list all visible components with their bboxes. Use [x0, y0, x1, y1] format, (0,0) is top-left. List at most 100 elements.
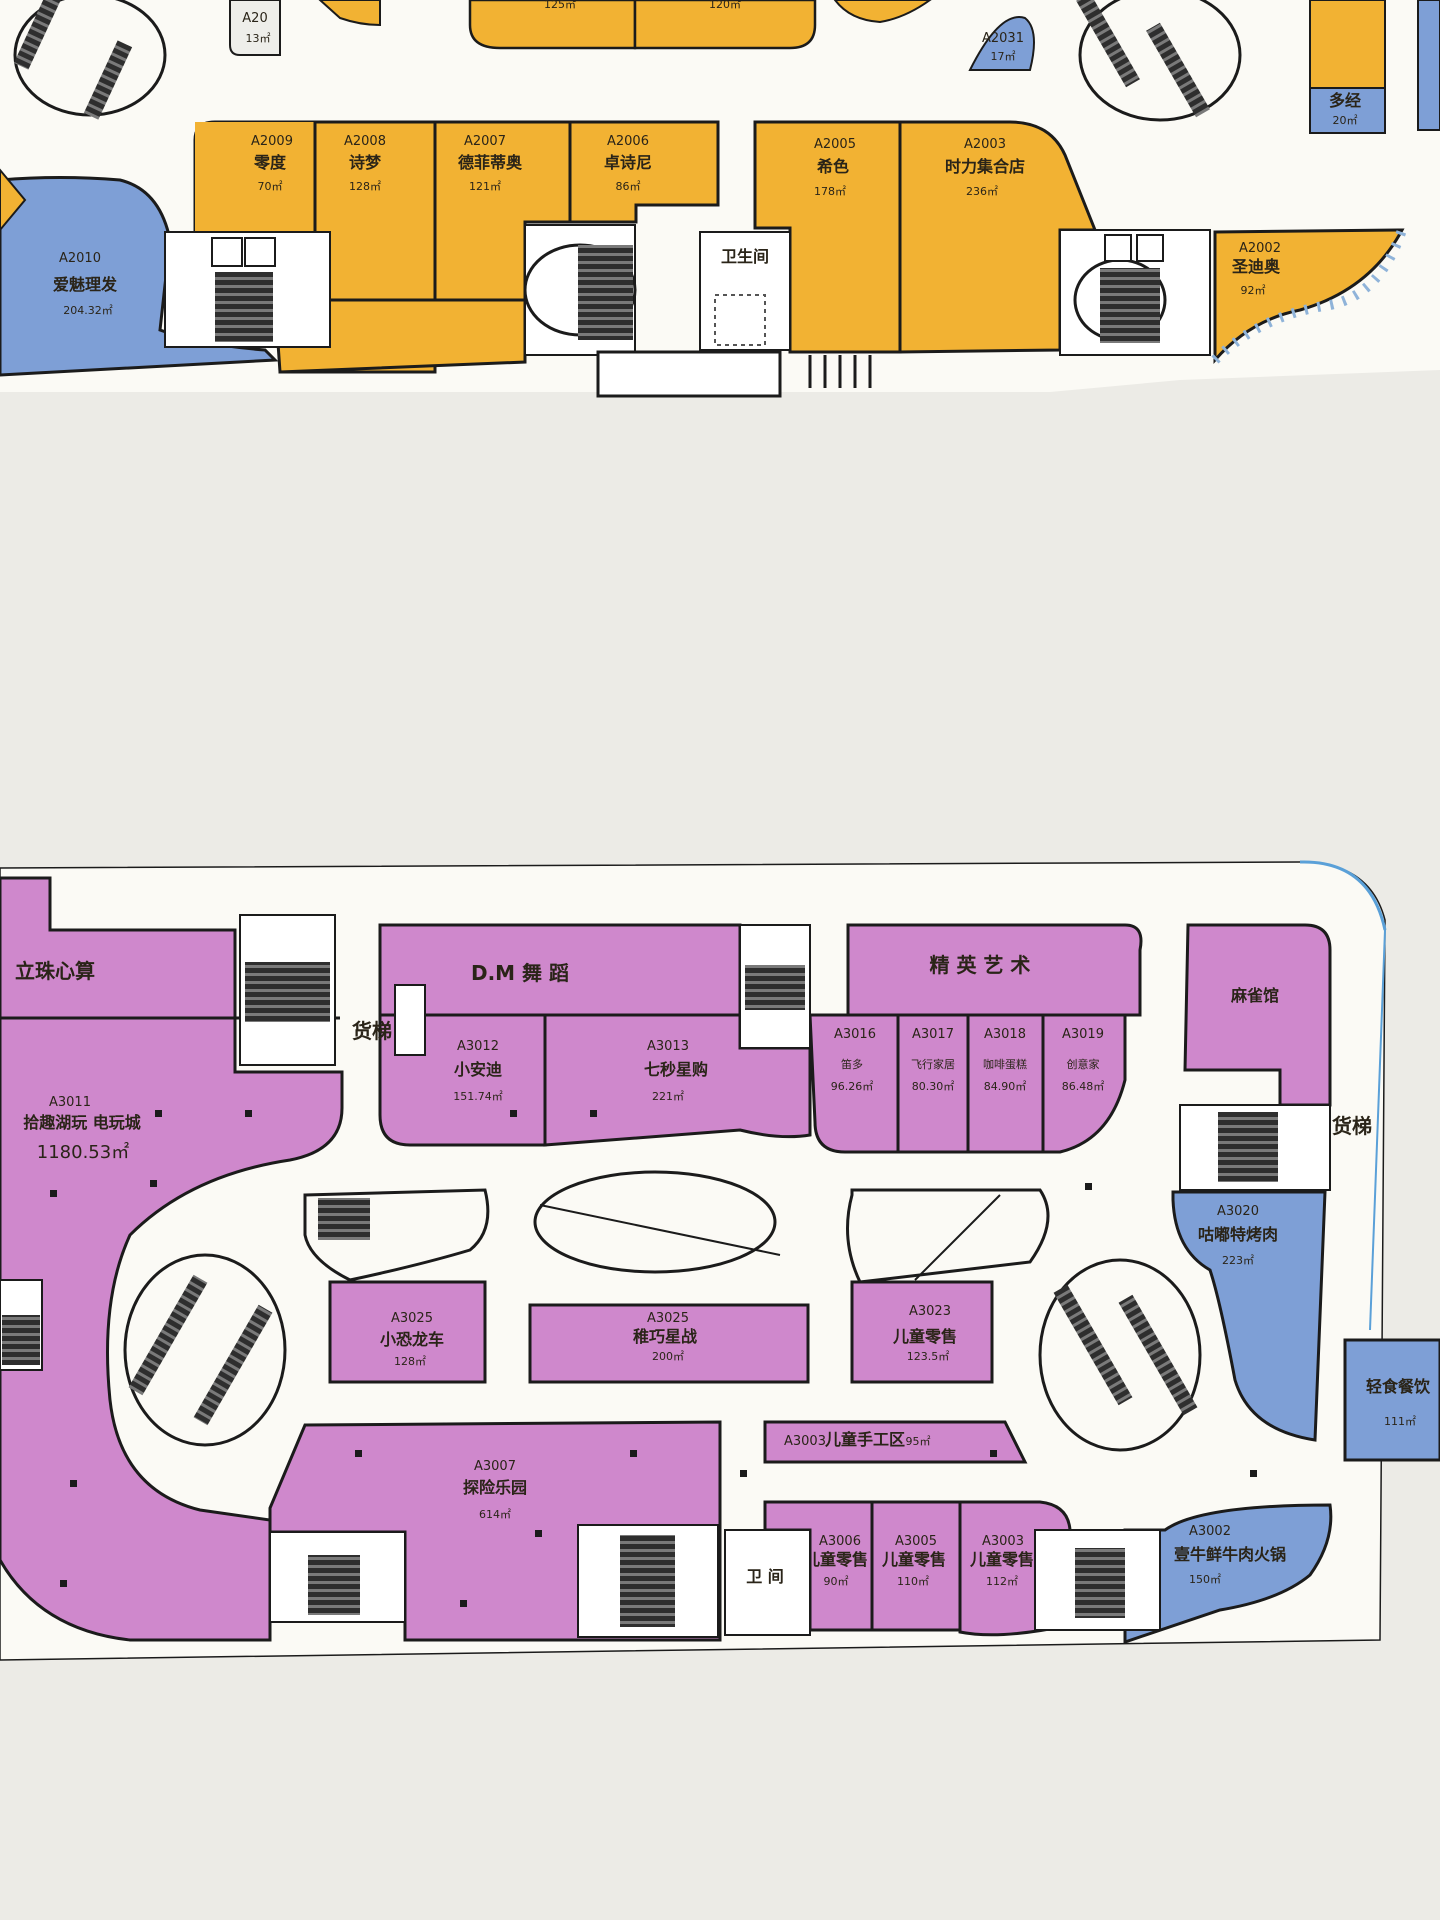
restroom-upper: 卫生间 — [699, 231, 791, 351]
store-a2007-code: A2007 — [464, 134, 506, 149]
store-fragment-a20-area: 13㎡ — [246, 32, 271, 45]
stair-core-lower-b — [739, 924, 811, 1049]
store-a2009-area: 70㎡ — [258, 180, 283, 193]
store-a3003-retail-area: 112㎡ — [986, 1575, 1018, 1588]
store-a2007-name: 德菲蒂奥 — [458, 153, 523, 172]
store-mahjong-name: 麻雀馆 — [1230, 986, 1279, 1005]
store-lizhu-name: 立珠心算 — [15, 959, 95, 983]
store-a3007-code: A3007 — [474, 1459, 516, 1474]
store-a2006[interactable] — [568, 120, 720, 224]
store-a2007-area: 121㎡ — [469, 180, 501, 193]
store-fragment-120-area: 120㎡ — [709, 0, 741, 11]
store-a3025-dino[interactable] — [328, 1280, 487, 1384]
restroom-upper-label: 卫生间 — [721, 247, 769, 266]
store-a2010-name: 爱魅理发 — [53, 275, 118, 294]
store-a3013-code: A3013 — [647, 1039, 689, 1054]
upper-entrance-steps — [808, 355, 872, 388]
store-a3025-star[interactable] — [528, 1303, 810, 1384]
stair-core-upper-left — [164, 231, 331, 348]
store-a3020[interactable] — [1171, 1190, 1327, 1442]
store-a3003-craft-area: 95㎡ — [906, 1435, 931, 1448]
store-a3016-area: 96.26㎡ — [831, 1080, 874, 1093]
store-a3023-area: 123.5㎡ — [907, 1350, 950, 1363]
store-a2006-name: 卓诗尼 — [604, 153, 652, 172]
store-a3023[interactable] — [850, 1280, 994, 1384]
store-a3003-craft-code: A3003 — [784, 1434, 826, 1449]
store-fragment-125-area: 125㎡ — [544, 0, 576, 11]
store-a3016-name: 笛多 — [841, 1057, 863, 1071]
store-a3011-name: 拾趣湖玩 电玩城 — [23, 1113, 141, 1132]
store-a2008-name: 诗梦 — [349, 153, 382, 172]
store-a3003-retail-name: 儿童零售 — [969, 1550, 1034, 1569]
store-a3005-area: 110㎡ — [897, 1575, 929, 1588]
store-a2005-area: 178㎡ — [814, 185, 846, 198]
escalator-top-left — [13, 0, 167, 120]
store-a2010-area: 204.32㎡ — [63, 304, 113, 317]
store-fragment-120[interactable] — [633, 0, 817, 50]
store-a3002-code: A3002 — [1189, 1524, 1231, 1539]
store-a2003-name: 时力集合店 — [945, 157, 1025, 176]
store-a3005-code: A3005 — [895, 1534, 937, 1549]
stair-core-lower-a — [239, 914, 336, 1066]
lower-floor-plan: 立珠心算 A3011 拾趣湖玩 电玩城 1180.53㎡ D.M 舞 蹈 A30… — [0, 860, 1440, 1661]
store-fragment-125[interactable] — [468, 0, 637, 50]
store-a3007-name: 探险乐园 — [463, 1478, 527, 1497]
store-a3016-code: A3016 — [834, 1027, 876, 1042]
store-a3002[interactable] — [1123, 1503, 1333, 1645]
store-fragment-a20-code: A20 — [242, 11, 267, 26]
escalator-lower-left — [123, 1253, 287, 1447]
store-a2006-code: A2006 — [607, 134, 649, 149]
stair-core-upper-right — [1059, 229, 1211, 356]
store-a2008-area: 128㎡ — [349, 180, 381, 193]
store-a2002-name: 圣迪奥 — [1231, 257, 1281, 276]
atrium-oval — [533, 1170, 777, 1274]
store-a3002-area: 150㎡ — [1189, 1573, 1221, 1586]
void-right — [846, 1188, 1050, 1284]
store-a3025-star-code: A3025 — [647, 1311, 689, 1326]
escalator-lower-right — [1038, 1258, 1202, 1452]
store-a3003-craft[interactable] — [763, 1420, 1028, 1464]
store-a3025-dino-area: 128㎡ — [394, 1355, 426, 1368]
store-jingying-art-name: 精 英 艺 术 — [930, 953, 1031, 977]
store-a3018-code: A3018 — [984, 1027, 1026, 1042]
store-a3003-retail-code: A3003 — [982, 1534, 1024, 1549]
store-a3023-code: A3023 — [909, 1304, 951, 1319]
store-mahjong[interactable] — [1183, 923, 1332, 1107]
upper-entrance-bar — [596, 350, 782, 398]
store-a3011-code: A3011 — [49, 1095, 91, 1110]
store-jingying-art[interactable] — [846, 923, 1143, 1017]
store-a3025-star-area: 200㎡ — [652, 1350, 684, 1363]
store-a3020-name: 咕嘟特烤肉 — [1198, 1225, 1278, 1244]
store-light-food-name: 轻食餐饮 — [1366, 1377, 1431, 1396]
store-a3019-name: 创意家 — [1067, 1057, 1100, 1071]
escalator-top-right — [1076, 0, 1242, 122]
store-light-food[interactable] — [1343, 1338, 1440, 1462]
store-a3016[interactable] — [808, 1013, 900, 1154]
store-a2005-name: 希色 — [817, 157, 849, 176]
store-a3005[interactable] — [870, 1500, 962, 1632]
store-a3019-area: 86.48㎡ — [1062, 1080, 1105, 1093]
kiosk-duojing[interactable] — [1309, 87, 1386, 134]
store-a3019[interactable] — [1041, 1013, 1127, 1154]
store-fragment-a20[interactable] — [229, 0, 281, 56]
store-a3012-area: 151.74㎡ — [453, 1090, 503, 1103]
store-a3012-name: 小安迪 — [454, 1060, 502, 1079]
store-a3023-name: 儿童零售 — [892, 1327, 957, 1346]
restroom-lower: 卫 间 — [724, 1529, 811, 1636]
upper-floor-plan: A20 13㎡ 125㎡ 120㎡ A2031 17㎡ 多经 20㎡ A2010… — [0, 0, 1440, 398]
store-a3006-code: A3006 — [819, 1534, 861, 1549]
kiosk-a2031[interactable] — [968, 16, 1035, 71]
store-a3013-area: 221㎡ — [652, 1090, 684, 1103]
kiosk-duojing-name: 多经 — [1329, 91, 1361, 110]
store-a3011-area: 1180.53㎡ — [37, 1141, 129, 1163]
store-a3002-name: 壹牛鲜牛肉火锅 — [1174, 1545, 1286, 1564]
store-a2008-code: A2008 — [344, 134, 386, 149]
store-a3012-code: A3012 — [457, 1039, 499, 1054]
store-a2009[interactable] — [195, 122, 315, 232]
store-a3003-craft-name: 儿童手工区 — [824, 1430, 905, 1449]
store-a3017-area: 80.30㎡ — [912, 1080, 955, 1093]
store-a3025-dino-code: A3025 — [391, 1311, 433, 1326]
store-a3018-name: 咖啡蛋糕 — [983, 1057, 1027, 1071]
kiosk-a2031-area: 17㎡ — [991, 50, 1016, 63]
store-a3011[interactable] — [0, 876, 344, 1642]
